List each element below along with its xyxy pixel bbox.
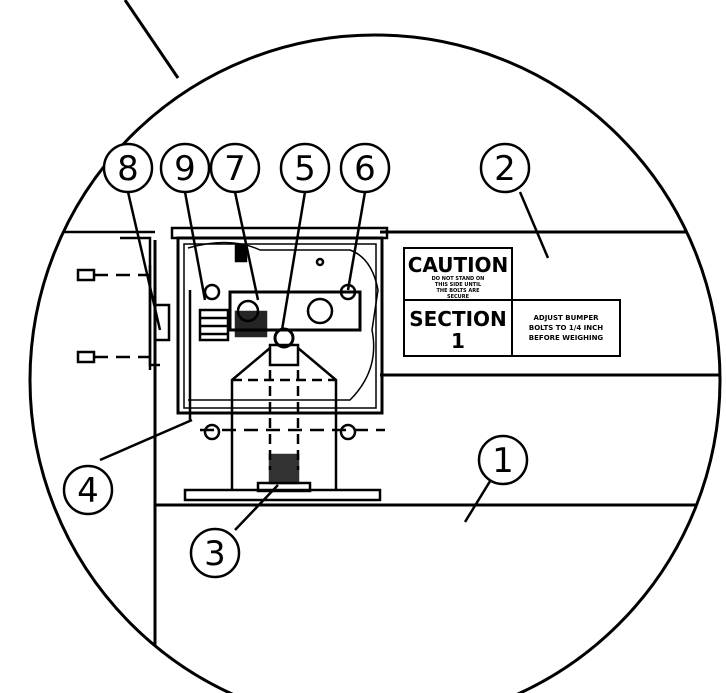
caution-title: CAUTION [408,253,509,277]
svg-text:8: 8 [117,149,139,189]
svg-text:4: 4 [77,471,99,511]
callout-5: 5 [279,142,331,194]
caution-line-3: THE BOLTS ARE [436,288,480,294]
svg-text:9: 9 [174,149,196,189]
caution-line-4: SECURE [447,294,470,300]
svg-text:1: 1 [492,441,514,481]
callout-3: 3 [189,527,241,579]
callout-7: 7 [209,142,261,194]
adjust-line-3: BEFORE WEIGHING [529,334,604,342]
caution-decal [403,247,621,357]
caution-line-2: THIS SIDE UNTIL [435,282,482,288]
callout-4: 4 [62,464,114,516]
svg-text:3: 3 [204,534,226,574]
adjust-line-1: ADJUST BUMPER [533,314,599,322]
section-title: SECTION [409,307,507,331]
detail-content [30,226,720,693]
adjust-line-2: BOLTS TO 1/4 INCH [529,324,603,332]
detail-leader-line [123,0,180,79]
load-cell-assembly [188,283,362,441]
anchor-bolts [76,265,152,370]
callout-1: 1 [477,434,529,486]
detail-circle-outline [28,33,722,693]
housing-box [170,226,389,415]
svg-text:6: 6 [354,149,376,189]
callout-9: 9 [159,142,211,194]
center-post [183,327,385,502]
svg-text:5: 5 [294,149,316,189]
callout-6: 6 [339,142,391,194]
caution-line-1: DO NOT STAND ON [432,276,485,282]
section-number: 1 [451,329,465,353]
callout-8: 8 [102,142,154,194]
callout-2: 2 [479,142,531,194]
svg-text:2: 2 [494,149,516,189]
callout-leaders [99,191,550,531]
svg-text:7: 7 [224,149,246,189]
